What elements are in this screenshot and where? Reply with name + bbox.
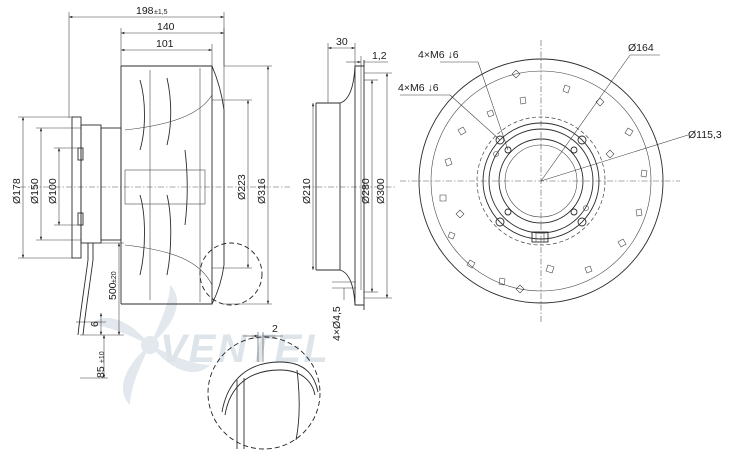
dim-dia-280: Ø280 (360, 178, 372, 204)
dim-140: 140 (157, 21, 175, 33)
dim-dia-300: Ø300 (375, 178, 387, 204)
dim-dia-210: Ø210 (301, 178, 313, 204)
section-view: 30 1,2 Ø210 Ø280 Ø300 4×Ø4,5 (301, 36, 395, 341)
dim-30: 30 (336, 36, 348, 48)
label-dia-115-3: Ø115,3 (688, 129, 722, 141)
dim-198-tol: ±1,5 (154, 9, 168, 16)
dim-85: 85 (95, 366, 107, 378)
mounting-holes (493, 135, 589, 227)
dim-dia-223: Ø223 (236, 174, 248, 200)
cable-outlet (531, 231, 549, 243)
label-4x-m6-a: 4×M6 ↓6 (418, 49, 459, 61)
side-view: 198 ±1,5 140 101 Ø178 Ø150 Ø100 Ø223 (11, 5, 290, 379)
front-view: 4×M6 ↓6 4×M6 ↓6 Ø164 Ø115,3 (398, 40, 722, 322)
dim-500-tol: ±20 (111, 271, 118, 283)
dim-2: 2 (272, 323, 278, 335)
dim-4x-dia-4-5: 4×Ø4,5 (331, 306, 343, 341)
detail-view: 2 (207, 323, 321, 450)
dim-85-tol: ±10 (99, 351, 106, 363)
watermark-brand: VENTEL (160, 327, 330, 371)
dim-6: 6 (89, 321, 101, 327)
watermark: VENTEL (90, 285, 330, 405)
dim-1-2: 1,2 (372, 50, 387, 62)
blade-markers (439, 69, 648, 294)
dim-dia-150: Ø150 (29, 178, 41, 204)
dim-101: 101 (156, 38, 174, 50)
dim-dia-178: Ø178 (11, 178, 23, 204)
dim-198: 198 (136, 5, 154, 17)
label-4x-m6-b: 4×M6 ↓6 (398, 82, 439, 94)
dim-dia-100: Ø100 (47, 178, 59, 204)
dim-500: 500 (107, 282, 119, 300)
label-dia-164: Ø164 (628, 42, 654, 54)
dim-dia-316: Ø316 (256, 178, 268, 204)
